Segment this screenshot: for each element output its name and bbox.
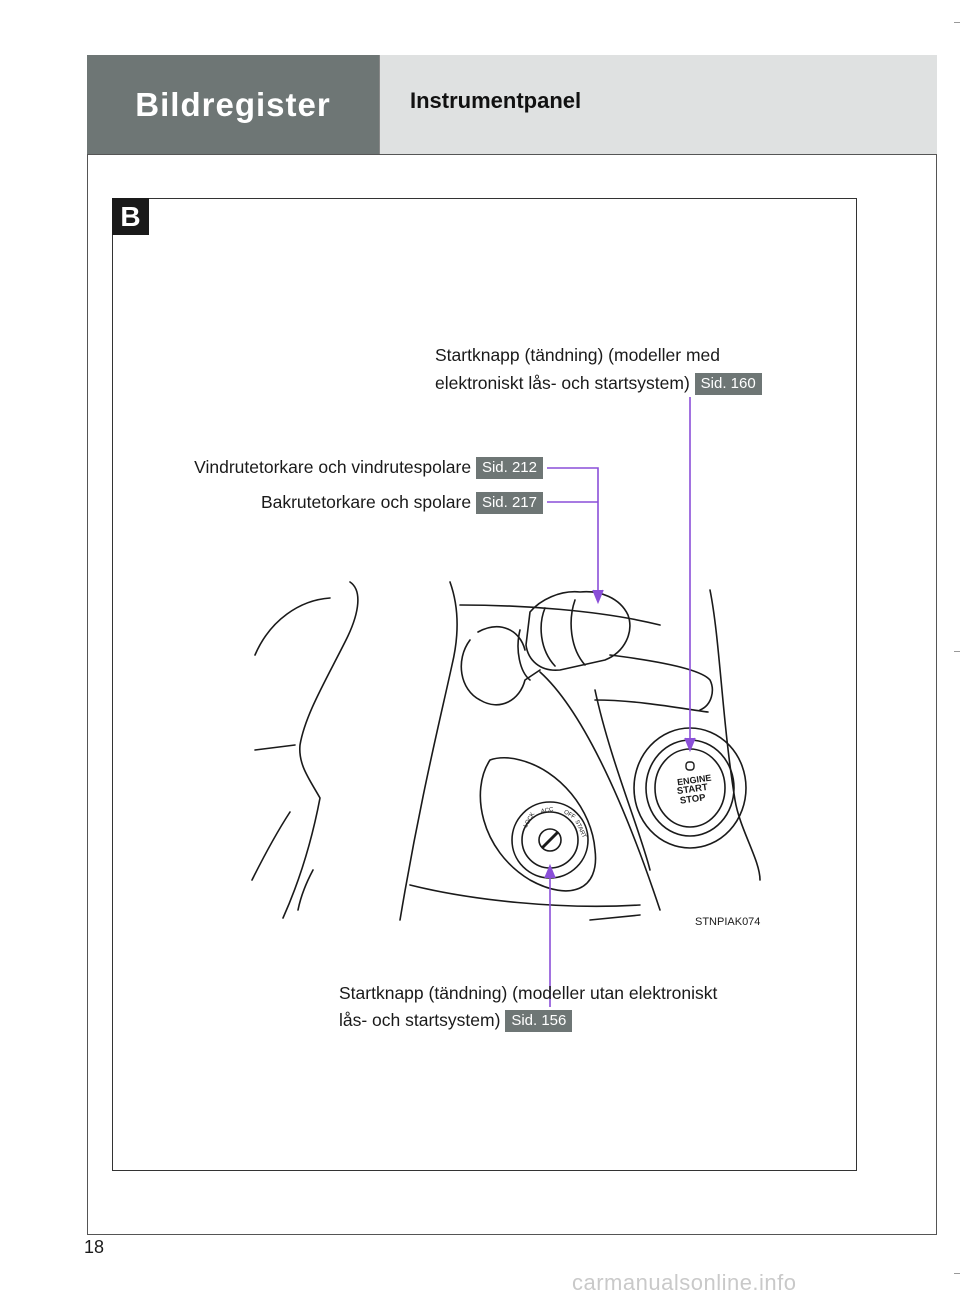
page-reference-212[interactable]: Sid. 212 [475, 457, 543, 480]
callout-start-electronic-line2: elektroniskt lås- och startsystem) Sid. … [435, 372, 762, 396]
callout-start-key-text: lås- och startsystem) [339, 1010, 501, 1030]
section-badge: B [112, 198, 149, 235]
header-divider [87, 154, 937, 155]
page-title: Instrumentpanel [410, 88, 582, 113]
crop-mark [954, 651, 960, 652]
section-title: Bildregister [87, 55, 379, 155]
content-box [112, 198, 857, 1171]
callout-wiper-rear: Bakrutetorkare och spolare Sid. 217 [260, 491, 543, 515]
page-title-panel: Instrumentpanel [379, 55, 937, 155]
page-number: 18 [84, 1237, 105, 1257]
callout-wiper-front: Vindrutetorkare och vindrutespolare Sid.… [194, 456, 543, 480]
callout-wiper-front-text: Vindrutetorkare och vindrutespolare [194, 457, 472, 477]
illustration-code: STNPIAK074 [695, 916, 761, 928]
callout-start-key-line2: lås- och startsystem) Sid. 156 [339, 1009, 573, 1033]
callout-start-electronic-line1: Startknapp (tändning) (modeller med [435, 345, 721, 365]
page-header: Bildregister Instrumentpanel [87, 55, 937, 155]
crop-mark [954, 1273, 960, 1274]
page-reference-156[interactable]: Sid. 156 [505, 1010, 573, 1033]
crop-mark [954, 22, 960, 23]
page-reference-160[interactable]: Sid. 160 [694, 373, 762, 396]
callout-start-electronic-text: elektroniskt lås- och startsystem) [435, 373, 690, 393]
watermark: carmanualsonline.info [572, 1270, 797, 1295]
callout-start-key-line1: Startknapp (tändning) (modeller utan ele… [339, 983, 718, 1003]
callout-wiper-rear-text: Bakrutetorkare och spolare [260, 492, 472, 512]
page-reference-217[interactable]: Sid. 217 [475, 492, 543, 515]
